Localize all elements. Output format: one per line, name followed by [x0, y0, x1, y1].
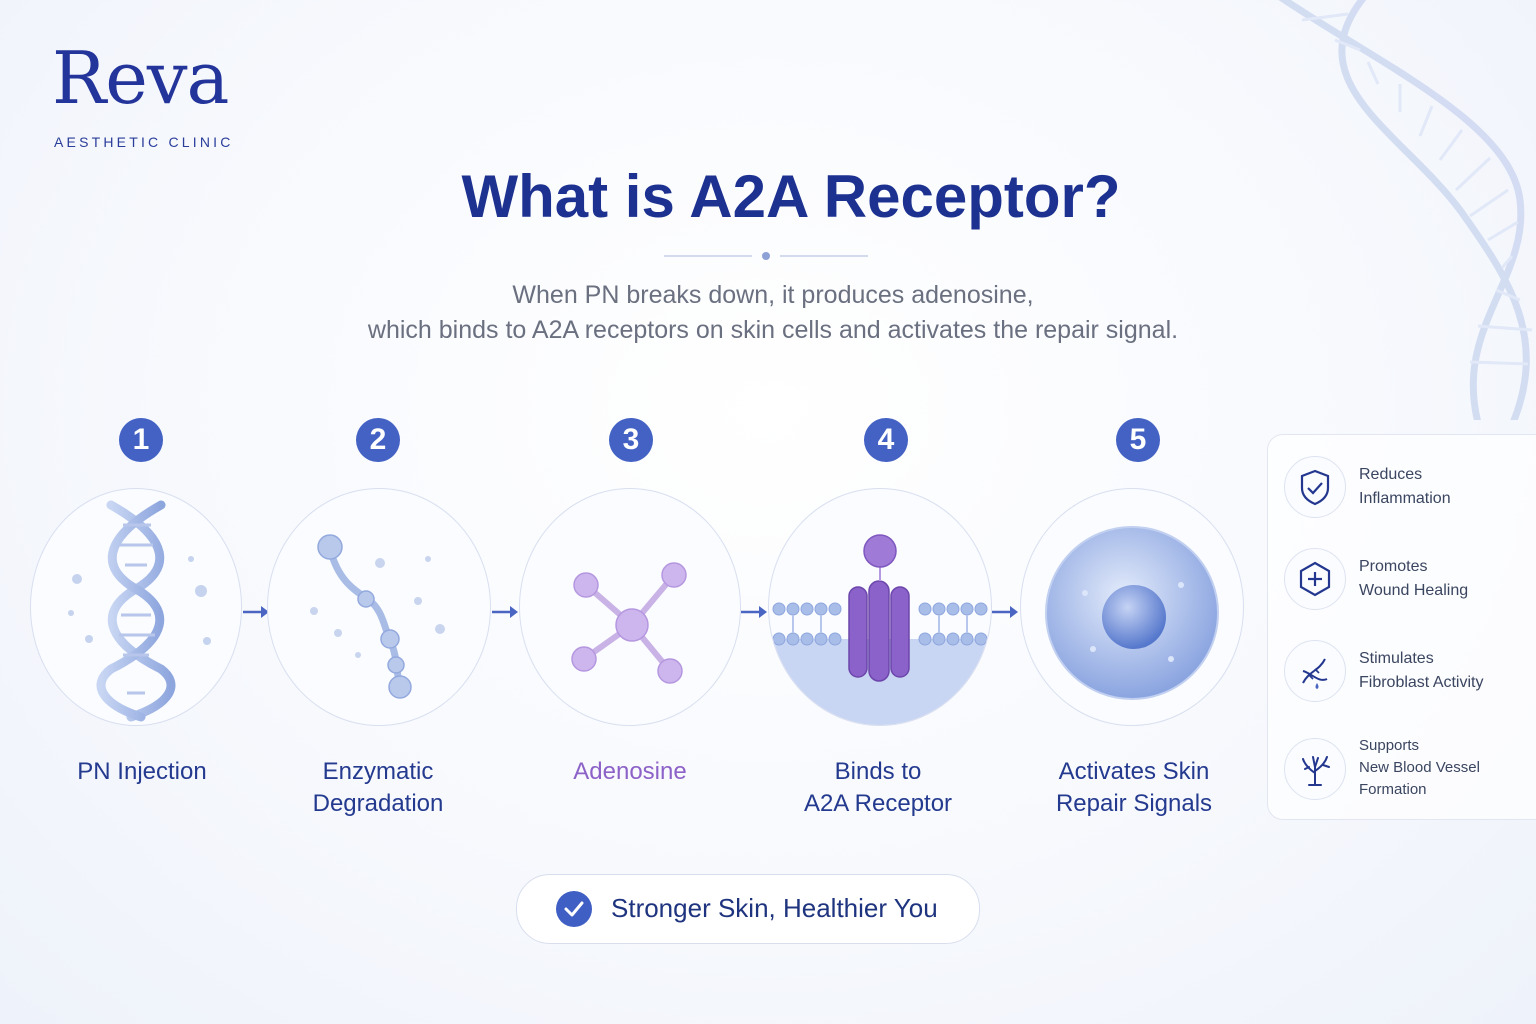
- benefit-line: Supports: [1359, 737, 1420, 754]
- adenosine-molecule-icon: [571, 562, 687, 684]
- arrow-right-icon: [992, 606, 1018, 618]
- page-title: What is A2A Receptor?: [461, 163, 1121, 230]
- step-label-line: Binds to: [834, 758, 922, 785]
- benefit-4-icon-wrap: [1284, 738, 1346, 800]
- plus-hexagon-icon: [1299, 561, 1331, 597]
- step-5-label: Activates Skin Repair Signals: [1022, 756, 1246, 820]
- title-divider: [664, 252, 868, 260]
- step-5-illustration: [1020, 488, 1244, 726]
- benefit-2-icon-wrap: [1284, 548, 1346, 610]
- step-3-illustration: [519, 488, 741, 726]
- benefit-line: Inflammation: [1359, 490, 1451, 507]
- benefit-1-text: Reduces Inflammation: [1359, 463, 1451, 511]
- benefit-4-text: Supports New Blood Vessel Formation: [1359, 735, 1480, 801]
- vessel-branch-icon: [1302, 756, 1330, 786]
- step-label-line: Enzymatic: [322, 758, 434, 785]
- step-label-line: Activates Skin: [1058, 758, 1210, 785]
- dna-drop-icon: [1302, 658, 1328, 689]
- brand-logo-text: Reva: [52, 36, 229, 120]
- tagline-text: Stronger Skin, Healthier You: [611, 893, 938, 923]
- shield-check-icon: [1300, 469, 1330, 506]
- step-2-number: 2: [356, 418, 400, 462]
- step-4-number: 4: [864, 418, 908, 462]
- brand-tagline: AESTHETIC CLINIC: [54, 134, 234, 150]
- step-label-line: Adenosine: [573, 758, 687, 785]
- benefit-line: Promotes: [1359, 558, 1428, 575]
- dna-helix-icon: [68, 500, 211, 722]
- step-5-number: 5: [1116, 418, 1160, 462]
- subtitle-line-2: which binds to A2A receptors on skin cel…: [367, 316, 1179, 344]
- subtitle: When PN breaks down, it produces adenosi…: [0, 278, 1536, 348]
- check-circle-icon: [556, 891, 592, 927]
- step-1-illustration: [30, 488, 242, 726]
- step-label-line: Repair Signals: [1055, 790, 1213, 817]
- step-4-label: Binds to A2A Receptor: [766, 756, 990, 820]
- benefit-3-icon-wrap: [1284, 640, 1346, 702]
- step-label-line: A2A Receptor: [803, 790, 953, 817]
- step-3-number: 3: [609, 418, 653, 462]
- step-2-illustration: [267, 488, 491, 726]
- benefit-line: Reduces: [1359, 466, 1423, 483]
- arrow-right-icon: [741, 606, 767, 618]
- step-1-number: 1: [119, 418, 163, 462]
- cell-icon: [1045, 526, 1219, 700]
- dna-decoration-icon: [1278, 0, 1533, 420]
- arrow-right-icon: [243, 606, 269, 618]
- benefit-line: Fibroblast Activity: [1359, 674, 1484, 691]
- step-2-label: Enzymatic Degradation: [266, 756, 490, 820]
- membrane-receptor-icon: [769, 534, 991, 725]
- benefit-line: Formation: [1359, 781, 1427, 798]
- benefit-line: Stimulates: [1359, 650, 1434, 667]
- benefit-line: Wound Healing: [1359, 582, 1469, 599]
- tagline-pill: [516, 874, 980, 944]
- step-3-label: Adenosine: [518, 756, 742, 788]
- fragmented-strand-icon: [310, 534, 445, 699]
- benefit-1-icon-wrap: [1284, 456, 1346, 518]
- step-4-illustration: [768, 488, 992, 726]
- benefit-3-text: Stimulates Fibroblast Activity: [1359, 647, 1483, 695]
- step-1-label: PN Injection: [30, 756, 254, 788]
- subtitle-line-1: When PN breaks down, it produces adenosi…: [512, 281, 1034, 309]
- benefit-2-text: Promotes Wound Healing: [1359, 555, 1468, 603]
- benefit-line: New Blood Vessel: [1359, 759, 1480, 776]
- step-label-line: PN Injection: [77, 758, 207, 785]
- step-label-line: Degradation: [312, 790, 444, 817]
- arrow-right-icon: [492, 606, 518, 618]
